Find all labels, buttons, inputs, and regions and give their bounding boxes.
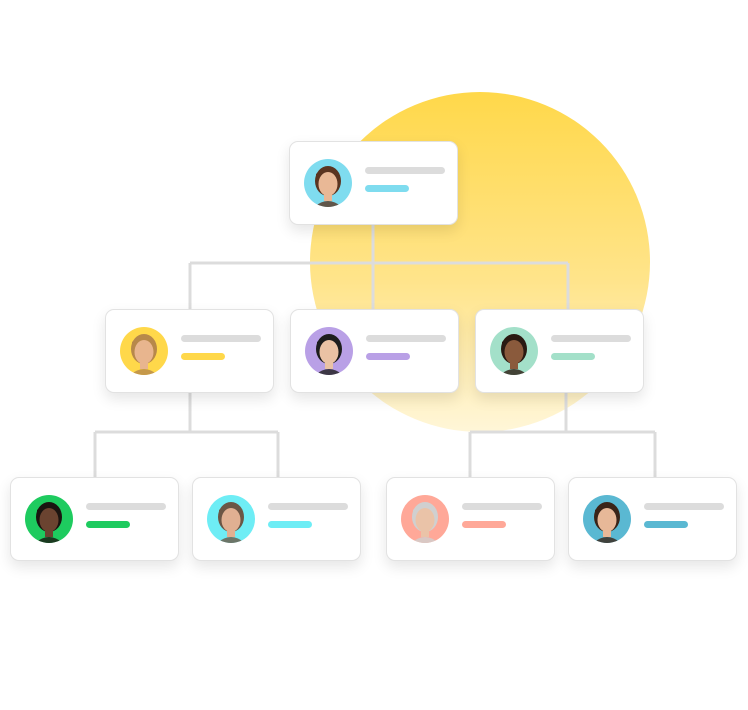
person-photo-icon [593,502,621,543]
avatar [120,327,168,375]
connector-left [93,393,280,477]
name-placeholder-bar [462,503,542,510]
role-placeholder-bar [366,353,410,360]
name-placeholder-bar [366,335,446,342]
person-card-l1b[interactable] [290,309,459,393]
role-placeholder-bar [181,353,225,360]
role-placeholder-bar [551,353,595,360]
person-card-l1a[interactable] [105,309,274,393]
role-placeholder-bar [365,185,409,192]
name-placeholder-bar [268,503,348,510]
name-placeholder-bar [365,167,445,174]
role-placeholder-bar [644,521,688,528]
avatar [490,327,538,375]
person-card-l2c[interactable] [386,477,555,561]
person-card-l2b[interactable] [192,477,361,561]
person-photo-icon [35,502,63,543]
role-placeholder-bar [86,521,130,528]
person-photo-icon [315,334,343,375]
person-card-root[interactable] [289,141,458,225]
person-photo-icon [411,502,439,543]
avatar [583,495,631,543]
connector-root [188,225,570,309]
name-placeholder-bar [181,335,261,342]
avatar [305,327,353,375]
person-photo-icon [500,334,528,375]
person-card-l2d[interactable] [568,477,737,561]
role-placeholder-bar [268,521,312,528]
avatar [401,495,449,543]
name-placeholder-bar [86,503,166,510]
person-photo-icon [217,502,245,543]
person-card-l1c[interactable] [475,309,644,393]
connector-right [468,393,657,477]
avatar [207,495,255,543]
role-placeholder-bar [462,521,506,528]
avatar [304,159,352,207]
avatar [25,495,73,543]
person-card-l2a[interactable] [10,477,179,561]
name-placeholder-bar [644,503,724,510]
person-photo-icon [130,334,158,375]
person-photo-icon [314,166,342,207]
name-placeholder-bar [551,335,631,342]
